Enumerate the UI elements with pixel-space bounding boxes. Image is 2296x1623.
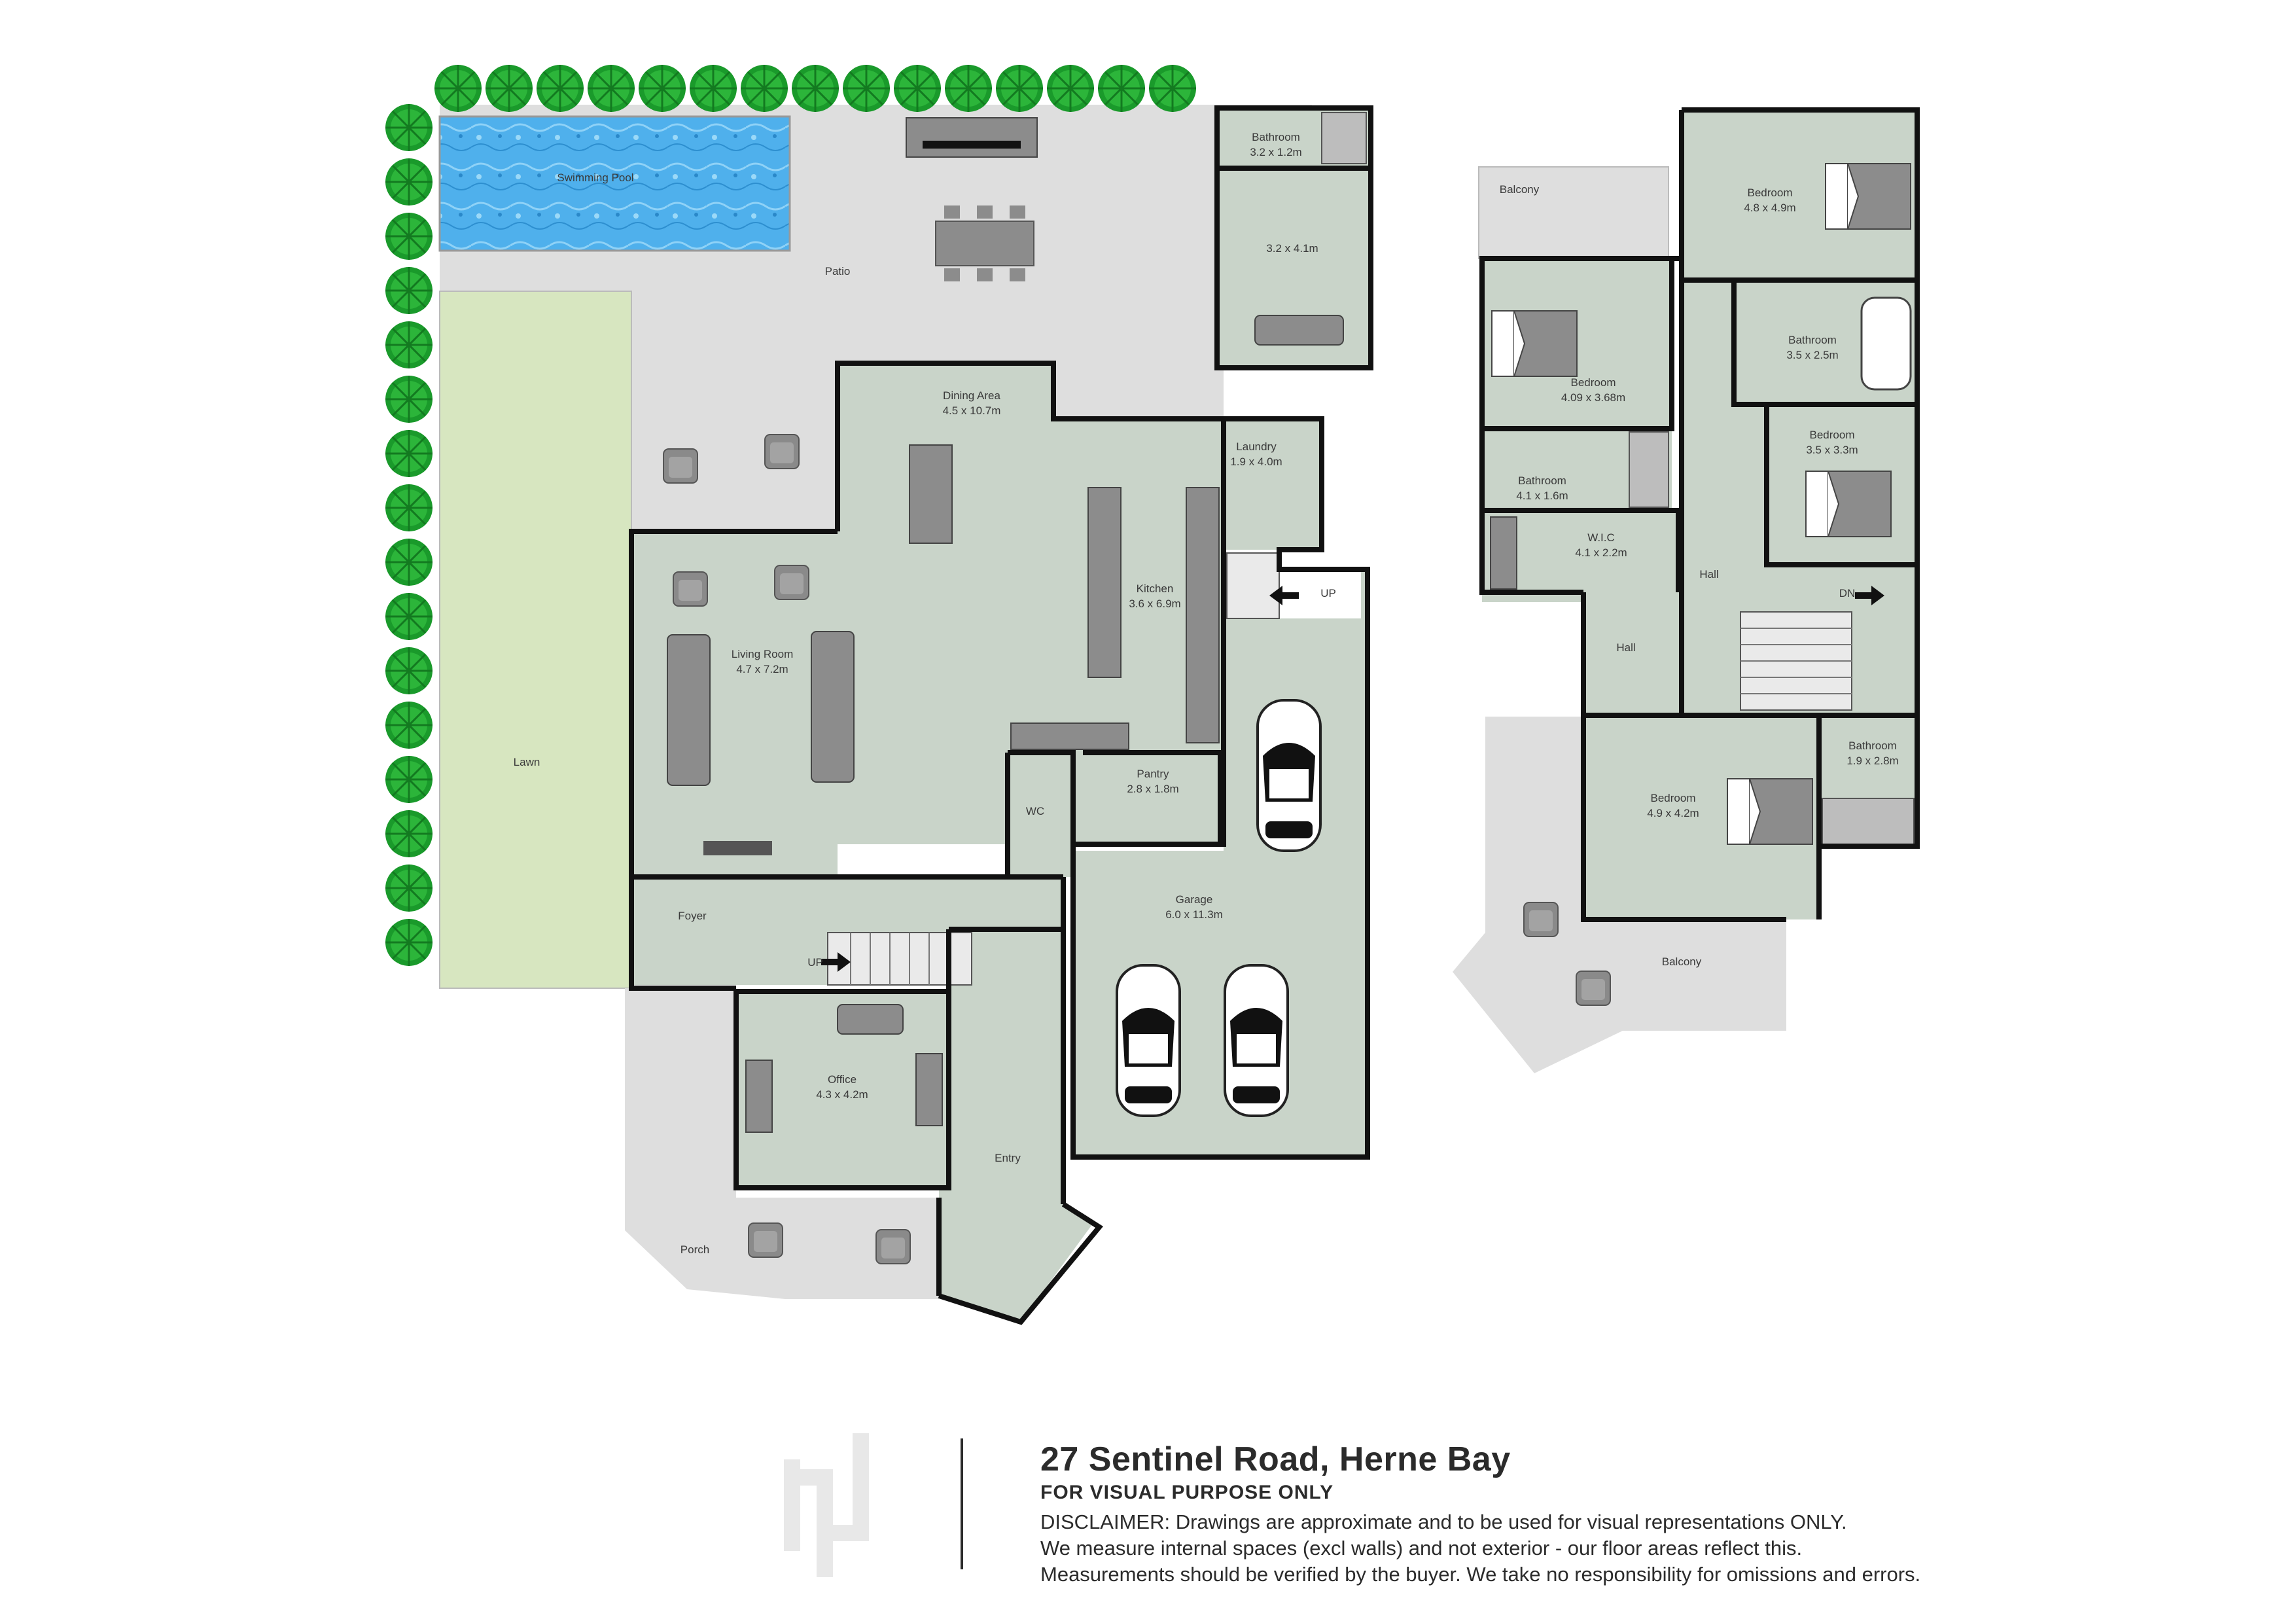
room-size: 2.8 x 1.8m	[1127, 783, 1178, 795]
patio-area	[440, 105, 1312, 988]
bed-icon	[1491, 310, 1578, 377]
room-size: 1.9 x 2.8m	[1846, 755, 1898, 767]
room-name: Pantry	[1137, 768, 1169, 780]
company-logo	[784, 1433, 869, 1577]
stair-label: UP	[1320, 587, 1336, 599]
room-size: 4.1 x 2.2m	[1575, 546, 1627, 559]
room-size: 3.2 x 1.2m	[1250, 146, 1301, 158]
lawn-area	[439, 291, 632, 989]
tv-unit-icon	[703, 841, 772, 855]
arrow-right-icon	[1855, 586, 1884, 605]
room-name: Hall	[1699, 568, 1718, 580]
shower-icon	[1822, 798, 1915, 845]
bed-icon	[1805, 471, 1892, 537]
room-name: Porch	[680, 1243, 709, 1256]
room-name: Foyer	[678, 910, 707, 922]
swimming-pool	[438, 115, 791, 252]
patio-chair-icon	[663, 448, 698, 484]
patio-chair-icon	[764, 434, 800, 469]
disclaimer-line: DISCLAIMER: Drawings are approximate and…	[1040, 1510, 1847, 1533]
room-size: 4.7 x 7.2m	[736, 663, 788, 675]
room-name: Swimming Pool	[557, 171, 633, 184]
bathtub-icon	[1860, 296, 1912, 391]
room-name: Garage	[1176, 893, 1213, 906]
bed-icon	[1727, 778, 1813, 845]
arrow-right-icon	[821, 952, 851, 972]
room-name: Bathroom	[1848, 740, 1897, 752]
ground-walls	[629, 361, 1370, 1325]
room-name: WC	[1026, 805, 1044, 817]
room-size: 4.1 x 1.6m	[1516, 490, 1568, 502]
room-name: Bathroom	[1252, 131, 1300, 143]
property-address: 27 Sentinel Road, Herne Bay	[1040, 1440, 1511, 1478]
room-name: Lawn	[514, 756, 540, 768]
room-name: Kitchen	[1137, 582, 1174, 595]
room-name: Bedroom	[1571, 376, 1616, 389]
room-name: Balcony	[1662, 955, 1702, 968]
porch-chair-icon	[748, 1222, 783, 1258]
sofa-icon	[837, 1004, 904, 1035]
dining-table-icon	[909, 444, 953, 544]
room-name: Living Room	[732, 648, 794, 660]
room-name: Dining Area	[943, 389, 1000, 402]
sofa-icon	[667, 634, 711, 786]
kitchen-counter-icon	[1186, 487, 1220, 743]
bbq-icon	[906, 117, 1038, 158]
stair-label: UP	[807, 956, 823, 969]
room-size: 6.0 x 11.3m	[1165, 908, 1223, 921]
room-size: 1.9 x 4.0m	[1230, 455, 1282, 468]
room-name: W.I.C	[1587, 531, 1615, 544]
porch-chair-icon	[875, 1229, 911, 1264]
room-name: Entry	[995, 1152, 1021, 1164]
footer: 27 Sentinel Road, Herne Bay FOR VISUAL P…	[1040, 1440, 2022, 1588]
room-name: Bedroom	[1651, 792, 1696, 804]
room-size: 4.9 x 4.2m	[1647, 807, 1699, 819]
room-name: Bedroom	[1748, 187, 1793, 199]
room-size: 4.5 x 10.7m	[943, 404, 1001, 417]
patio-dining-table-icon	[935, 205, 1034, 281]
bed-icon	[1825, 163, 1911, 230]
room-name: Balcony	[1500, 183, 1540, 196]
room-name: Laundry	[1236, 440, 1277, 453]
disclaimer-line: Measurements should be verified by the b…	[1040, 1563, 1921, 1586]
ground-floor: Swimming Pool Patio Lawn Bathroom 3.2 x …	[384, 63, 1373, 1325]
balcony-chair-icon	[1576, 971, 1611, 1006]
car-icon	[1256, 699, 1322, 852]
balcony-chair-icon	[1523, 902, 1559, 937]
room-name: Hall	[1616, 641, 1635, 654]
footer-divider	[961, 1438, 963, 1569]
car-icon	[1224, 964, 1289, 1117]
room-size: 4.8 x 4.9m	[1744, 202, 1795, 214]
room-size: 4.3 x 4.2m	[816, 1088, 868, 1101]
room-size: 4.09 x 3.68m	[1561, 391, 1625, 404]
armchair-icon	[673, 571, 708, 607]
room-size: 3.5 x 2.5m	[1786, 349, 1838, 361]
room-size: 3.5 x 3.3m	[1806, 444, 1858, 456]
stair-label: DN	[1839, 587, 1856, 599]
sofa-icon	[1254, 315, 1344, 346]
arrow-left-icon	[1269, 586, 1299, 605]
room-name: Bathroom	[1518, 474, 1566, 487]
room-size: 3.2 x 4.1m	[1266, 242, 1318, 255]
room-name: Bedroom	[1810, 429, 1855, 441]
desk-icon	[745, 1060, 773, 1133]
room-size: 3.6 x 6.9m	[1129, 597, 1180, 610]
kitchen-island-icon	[1087, 487, 1122, 678]
first-floor-walls	[1479, 107, 1920, 922]
disclaimer-line: We measure internal spaces (excl walls) …	[1040, 1537, 1803, 1560]
room-name: Office	[828, 1073, 857, 1086]
tagline: FOR VISUAL PURPOSE ONLY	[1040, 1482, 1334, 1503]
car-icon	[1116, 964, 1181, 1117]
armchair-icon	[774, 565, 809, 600]
first-floor: Balcony Bedroom 4.8 x 4.9m Bedroom 4.09 …	[1453, 107, 1920, 1073]
room-name: Patio	[825, 265, 851, 277]
sofa-icon	[811, 631, 855, 783]
room-name: Bathroom	[1788, 334, 1837, 346]
shower-icon	[1629, 431, 1669, 508]
